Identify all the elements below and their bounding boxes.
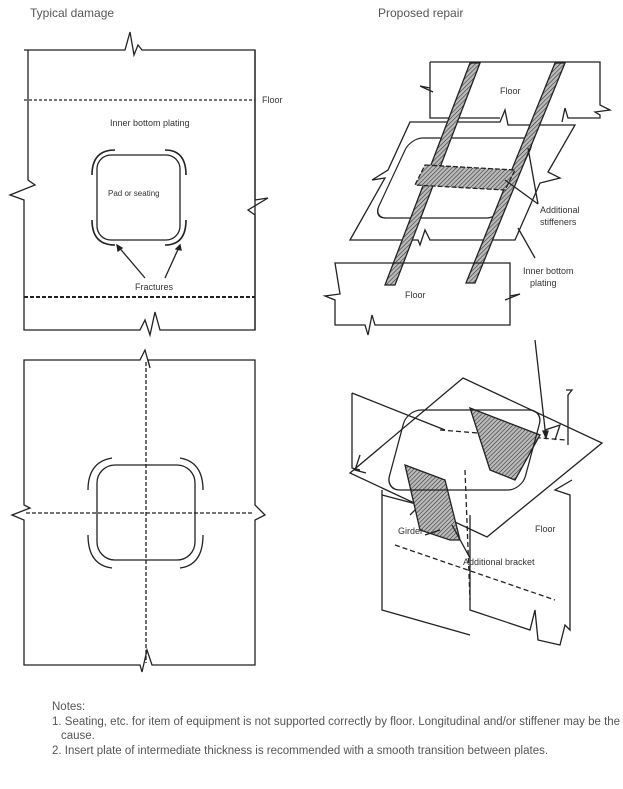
notes-title: Notes: (52, 701, 86, 713)
label-girder: Girder (398, 526, 423, 536)
label-floor-bottom-right: Floor (535, 524, 556, 534)
note-item: 1. Seating, etc. for item of equipment i… (52, 715, 621, 743)
label-pad-or-seating: Pad or seating (108, 189, 160, 198)
label-inner-bottom-plating-right: Inner bottom (523, 266, 574, 276)
label-additional-stiffeners: Additional (540, 205, 580, 215)
diagram: Floor Inner bottom plating Pad or seatin… (8, 31, 613, 673)
proposed-repair-top (322, 61, 613, 336)
note-item: 2. Insert plate of intermediate thicknes… (52, 744, 549, 757)
typical-damage-plan-top (8, 31, 269, 338)
label-additional-stiffeners-2: stiffeners (540, 217, 577, 227)
heading-typical-damage: Typical damage (30, 6, 115, 20)
label-inner-bottom-plating: Inner bottom plating (110, 118, 190, 128)
typical-damage-plan-bottom (10, 348, 267, 673)
notes: Notes: 1. Seating, etc. for item of equi… (52, 700, 623, 758)
label-floor-upper: Floor (500, 86, 521, 96)
label-inner-bottom-plating-right-2: plating (530, 278, 557, 288)
proposed-repair-bottom (348, 339, 604, 646)
label-floor-lower: Floor (405, 290, 426, 300)
label-additional-bracket: Additional bracket (463, 557, 535, 567)
label-fractures: Fractures (135, 282, 174, 292)
heading-proposed-repair: Proposed repair (378, 6, 464, 20)
label-floor: Floor (262, 95, 283, 105)
